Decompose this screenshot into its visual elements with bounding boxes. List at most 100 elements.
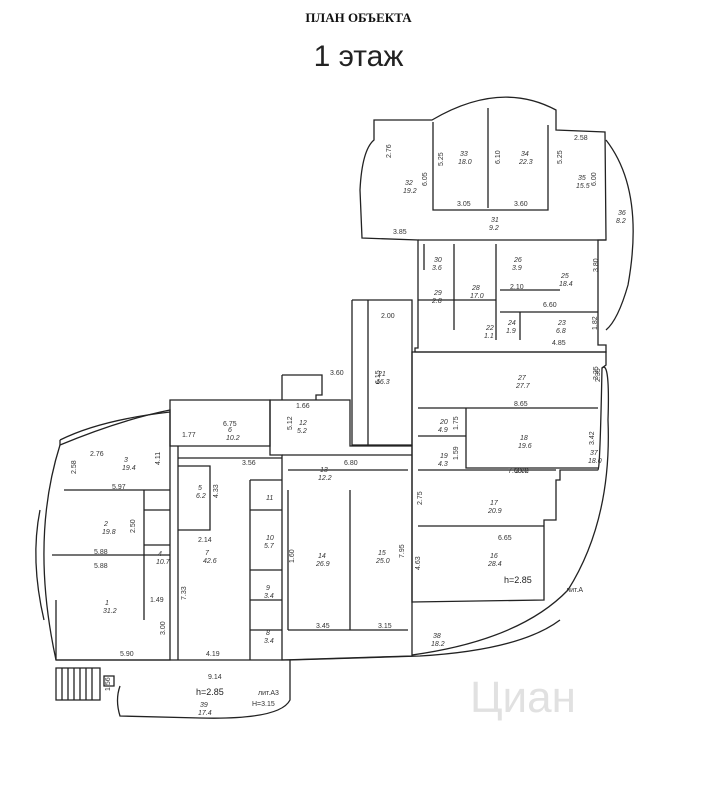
room-number: 24 (507, 320, 516, 327)
height-label-main: h=2.85 (504, 575, 532, 585)
room-number: 15 (378, 550, 386, 557)
dimension-label: 6.75 (223, 421, 237, 428)
room-area: 12.2 (318, 475, 332, 482)
room-area: 8.2 (616, 218, 626, 225)
room-area: 1.9 (506, 328, 516, 335)
dimension-label: 2.75 (417, 491, 424, 505)
dimension-label: 1.49 (150, 597, 164, 604)
dimension-label: 6.00 (591, 172, 598, 186)
dimension-label: 9.14 (208, 674, 222, 681)
room-area: 15.5 (576, 183, 590, 190)
room-number: 2 (103, 521, 108, 528)
room-area: 18.2 (431, 641, 445, 648)
room-number: 32 (405, 180, 413, 187)
lit-a3-label: лит.А3 (258, 690, 279, 697)
room-area: 16.3 (376, 379, 390, 386)
room-area: 27.7 (515, 383, 531, 390)
dimension-label: 1.77 (182, 432, 196, 439)
dimension-label: 3.05 (457, 201, 471, 208)
room-area: 10.2 (226, 435, 240, 442)
dimension-label: 5.12 (287, 416, 294, 430)
dimension-label: 4.33 (213, 484, 220, 498)
dimension-label: 4.11 (155, 452, 162, 465)
dimension-label: 3.85 (393, 229, 407, 236)
room-area: 22.3 (518, 159, 533, 166)
room-number: 34 (521, 151, 529, 158)
room-area: 19.8 (102, 529, 116, 536)
room-area: 18.0 (588, 458, 602, 465)
room-area: 20.9 (487, 508, 502, 515)
room-number: 35 (578, 175, 586, 182)
dimension-label: 3.42 (589, 431, 596, 445)
room-area: 26.9 (315, 561, 330, 568)
room-area: 9.2 (489, 225, 499, 232)
dimension-label: 5.72 (515, 468, 529, 475)
room-area: 2.8 (431, 298, 442, 305)
dimension-label: 2.35 (595, 368, 602, 382)
room-area: 4.9 (438, 427, 448, 434)
room-labels: 3219.23318.03422.33515.5368.2319.2303.62… (102, 151, 626, 717)
room-number: 28 (471, 285, 480, 292)
dimension-label: 5.88 (94, 563, 108, 570)
room-area: 6.2 (196, 493, 206, 500)
dimension-label: 1.75 (453, 416, 460, 430)
room-area: 19.2 (403, 188, 417, 195)
room-number: 12 (299, 420, 307, 427)
floor-label: 1 этаж (313, 40, 404, 73)
dimension-label: 1.56 (105, 677, 112, 691)
room-area: 6.8 (556, 328, 566, 335)
room-number: 39 (200, 702, 208, 709)
room-number: 29 (433, 290, 442, 297)
dimension-label: 7.95 (399, 544, 406, 558)
room-number: 6 (228, 427, 232, 434)
dimension-label: 1.82 (592, 316, 599, 330)
room-number: 13 (320, 467, 328, 474)
dimension-label: 6.05 (422, 172, 429, 186)
dimension-label: 5.25 (557, 150, 564, 164)
dimension-label: 2.14 (198, 537, 212, 544)
room-area: 10.7 (156, 559, 171, 566)
dimension-label: 7.60 (508, 468, 522, 475)
room-number: 38 (433, 633, 441, 640)
dimension-label: 6.65 (498, 535, 512, 542)
dimension-label: 3.80 (593, 258, 600, 272)
room-number: 22 (485, 325, 494, 332)
walls (35, 96, 634, 719)
dimension-label: 3.00 (160, 621, 167, 635)
dimension-label: 3.60 (514, 201, 528, 208)
room-area: 18.0 (458, 159, 472, 166)
lit-a-label: лит.А (566, 587, 583, 594)
room-area: 5.2 (297, 428, 307, 435)
dimension-label: 4.63 (415, 556, 422, 570)
dimension-label: 2.76 (90, 451, 104, 458)
room-number: 7 (205, 550, 210, 557)
room-area: 1.1 (484, 333, 494, 340)
room-number: 26 (513, 257, 522, 264)
room-number: 3 (124, 457, 128, 464)
room-number: 8 (266, 630, 270, 637)
room-number: 16 (490, 553, 498, 560)
room-area: 5.7 (264, 543, 275, 550)
room-area: 17.0 (470, 293, 484, 300)
room-number: 17 (490, 500, 499, 507)
room-number: 27 (517, 375, 527, 382)
room-number: 19 (440, 453, 448, 460)
dimension-label: 2.76 (386, 144, 393, 158)
room-number: 4 (158, 551, 162, 558)
cian-watermark: Циан (470, 673, 576, 722)
dimension-label: 1.66 (296, 403, 310, 410)
dimension-label: 3.60 (330, 370, 344, 377)
room-number: 1 (105, 600, 109, 607)
room-area: 3.6 (432, 265, 442, 272)
room-number: 10 (266, 535, 274, 542)
room-area: 19.4 (122, 465, 136, 472)
dimension-label: 5.88 (94, 549, 108, 556)
room-area: 3.9 (512, 265, 522, 272)
room-area: 25.0 (375, 558, 390, 565)
dimension-label: 4.85 (552, 340, 566, 347)
dimension-label: 2.10 (510, 284, 524, 291)
room-number: 9 (266, 585, 270, 592)
dimension-label: 2.50 (130, 519, 137, 533)
dimension-label: 7.33 (181, 586, 188, 600)
dimension-label: 6.60 (543, 302, 557, 309)
